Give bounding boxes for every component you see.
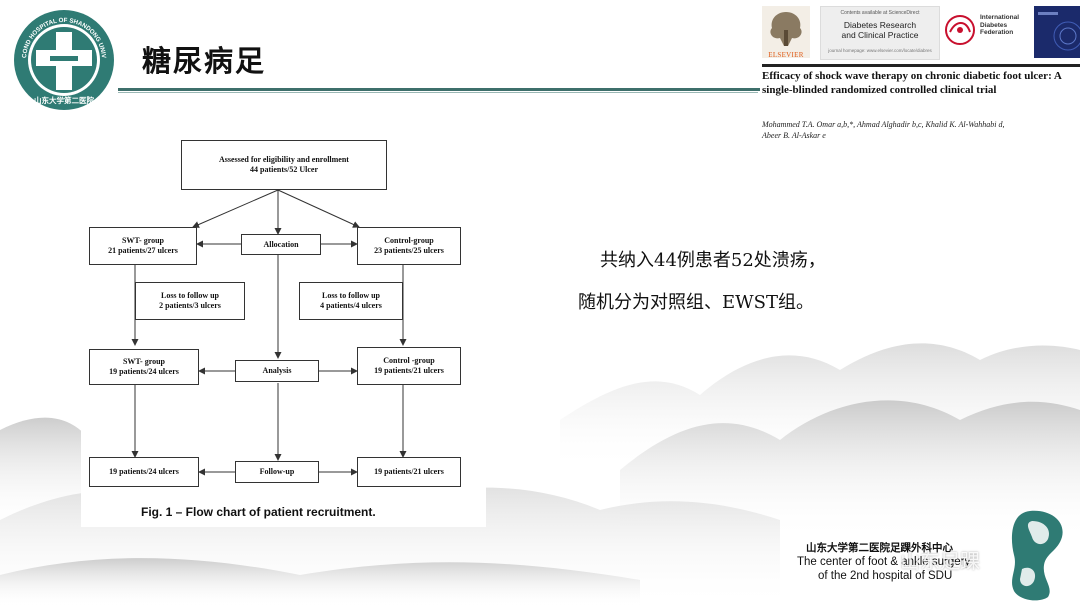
swt-followup-box: 19 patients/24 ulcers [89, 457, 199, 487]
journal-name-line1: Diabetes Research [844, 20, 916, 30]
swt-loss-line1: Loss to follow up [136, 291, 244, 301]
slide-title: 糖尿病足 [142, 38, 266, 80]
ctrl-loss-line1: Loss to follow up [300, 291, 402, 301]
title-underline-thin [118, 92, 758, 93]
swt-alloc-line2: 21 patients/27 ulcers [90, 246, 196, 256]
paper-title: Efficacy of shock wave therapy on chroni… [762, 69, 1062, 97]
idf-circle-icon [942, 10, 978, 50]
cover-pattern-icon [1034, 6, 1080, 58]
ctrl-alloc-line2: 23 patients/25 ulcers [358, 246, 460, 256]
allocation-box: Allocation [241, 234, 321, 255]
analysis-box: Analysis [235, 360, 319, 382]
swt-analysis-line1: SWT- group [90, 357, 198, 367]
journal-banner: ELSEVIER Contents available at ScienceDi… [762, 2, 1080, 62]
paper-authors: Mohammed T.A. Omar a,b,*, Ahmad Alghadir… [762, 119, 1072, 141]
ctrl-analysis-line2: 19 patients/21 ulcers [358, 366, 460, 376]
ctrl-followup-text: 19 patients/21 ulcers [358, 467, 460, 477]
control-analysis-box: Control -group 19 patients/21 ulcers [357, 347, 461, 385]
allocation-label: Allocation [242, 240, 320, 250]
swt-followup-text: 19 patients/24 ulcers [90, 467, 198, 477]
followup-label: Follow-up [236, 467, 318, 477]
swt-loss-line2: 2 patients/3 ulcers [136, 301, 244, 311]
paper-header-rule [762, 64, 1080, 67]
wechat-watermark: 山东足踝 [900, 545, 980, 574]
journal-cover-thumbnail [1034, 6, 1080, 58]
enrollment-box: Assessed for eligibility and enrollment … [181, 140, 387, 190]
ctrl-analysis-line1: Control -group [358, 356, 460, 366]
analysis-label: Analysis [236, 366, 318, 376]
flow-chart-figure: Assessed for eligibility and enrollment … [81, 127, 486, 527]
control-followup-box: 19 patients/21 ulcers [357, 457, 461, 487]
control-allocation-box: Control-group 23 patients/25 ulcers [357, 227, 461, 265]
summary-text: 共纳入44例患者52处溃疡， 随机分为对照组、EWST组。 [578, 240, 898, 324]
authors-line1: Mohammed T.A. Omar a,b,*, Ahmad Alghadir… [762, 120, 1004, 129]
swt-loss-box: Loss to follow up 2 patients/3 ulcers [135, 282, 245, 320]
journal-title-box: Contents available at ScienceDirect Diab… [820, 6, 940, 60]
idf-logo: International Diabetes Federation [942, 6, 1032, 58]
summary-line1: 共纳入44例患者52处溃疡， [578, 240, 898, 282]
paper-header: ELSEVIER Contents available at ScienceDi… [760, 0, 1080, 150]
idf-line2: Diabetes [980, 22, 1007, 29]
swt-alloc-line1: SWT- group [90, 236, 196, 246]
elsevier-label: ELSEVIER [762, 51, 810, 59]
elsevier-tree-icon [762, 6, 810, 50]
ctrl-alloc-line1: Control-group [358, 236, 460, 246]
enrollment-line2: 44 patients/52 Ulcer [182, 165, 386, 175]
idf-line3: Federation [980, 29, 1013, 36]
authors-line2: Abeer B. Al-Askar e [762, 131, 826, 140]
journal-name: Diabetes Research and Clinical Practice [823, 20, 937, 40]
foot-ankle-logo [1000, 507, 1072, 603]
figure-caption: Fig. 1 – Flow chart of patient recruitme… [141, 505, 461, 519]
journal-homepage: journal homepage: www.elsevier.com/locat… [825, 48, 935, 53]
followup-box: Follow-up [235, 461, 319, 483]
enrollment-line1: Assessed for eligibility and enrollment [182, 155, 386, 165]
idf-text: International Diabetes Federation [980, 14, 1032, 37]
swt-analysis-line2: 19 patients/24 ulcers [90, 367, 198, 377]
idf-line1: International [980, 14, 1019, 21]
availability-text: Contents available at ScienceDirect [825, 10, 935, 16]
swt-analysis-box: SWT- group 19 patients/24 ulcers [89, 349, 199, 385]
summary-line2: 随机分为对照组、EWST组。 [578, 282, 898, 324]
control-loss-box: Loss to follow up 4 patients/4 ulcers [299, 282, 403, 320]
ctrl-loss-line2: 4 patients/4 ulcers [300, 301, 402, 311]
elsevier-logo: ELSEVIER [762, 6, 810, 58]
journal-name-line2: and Clinical Practice [841, 30, 918, 40]
hospital-logo: THE SECOND HOSPITAL OF SHANDONG UNIVERSI… [12, 8, 116, 112]
swt-allocation-box: SWT- group 21 patients/27 ulcers [89, 227, 197, 265]
logo-cn-text: 山东大学第二医院 [34, 95, 94, 105]
